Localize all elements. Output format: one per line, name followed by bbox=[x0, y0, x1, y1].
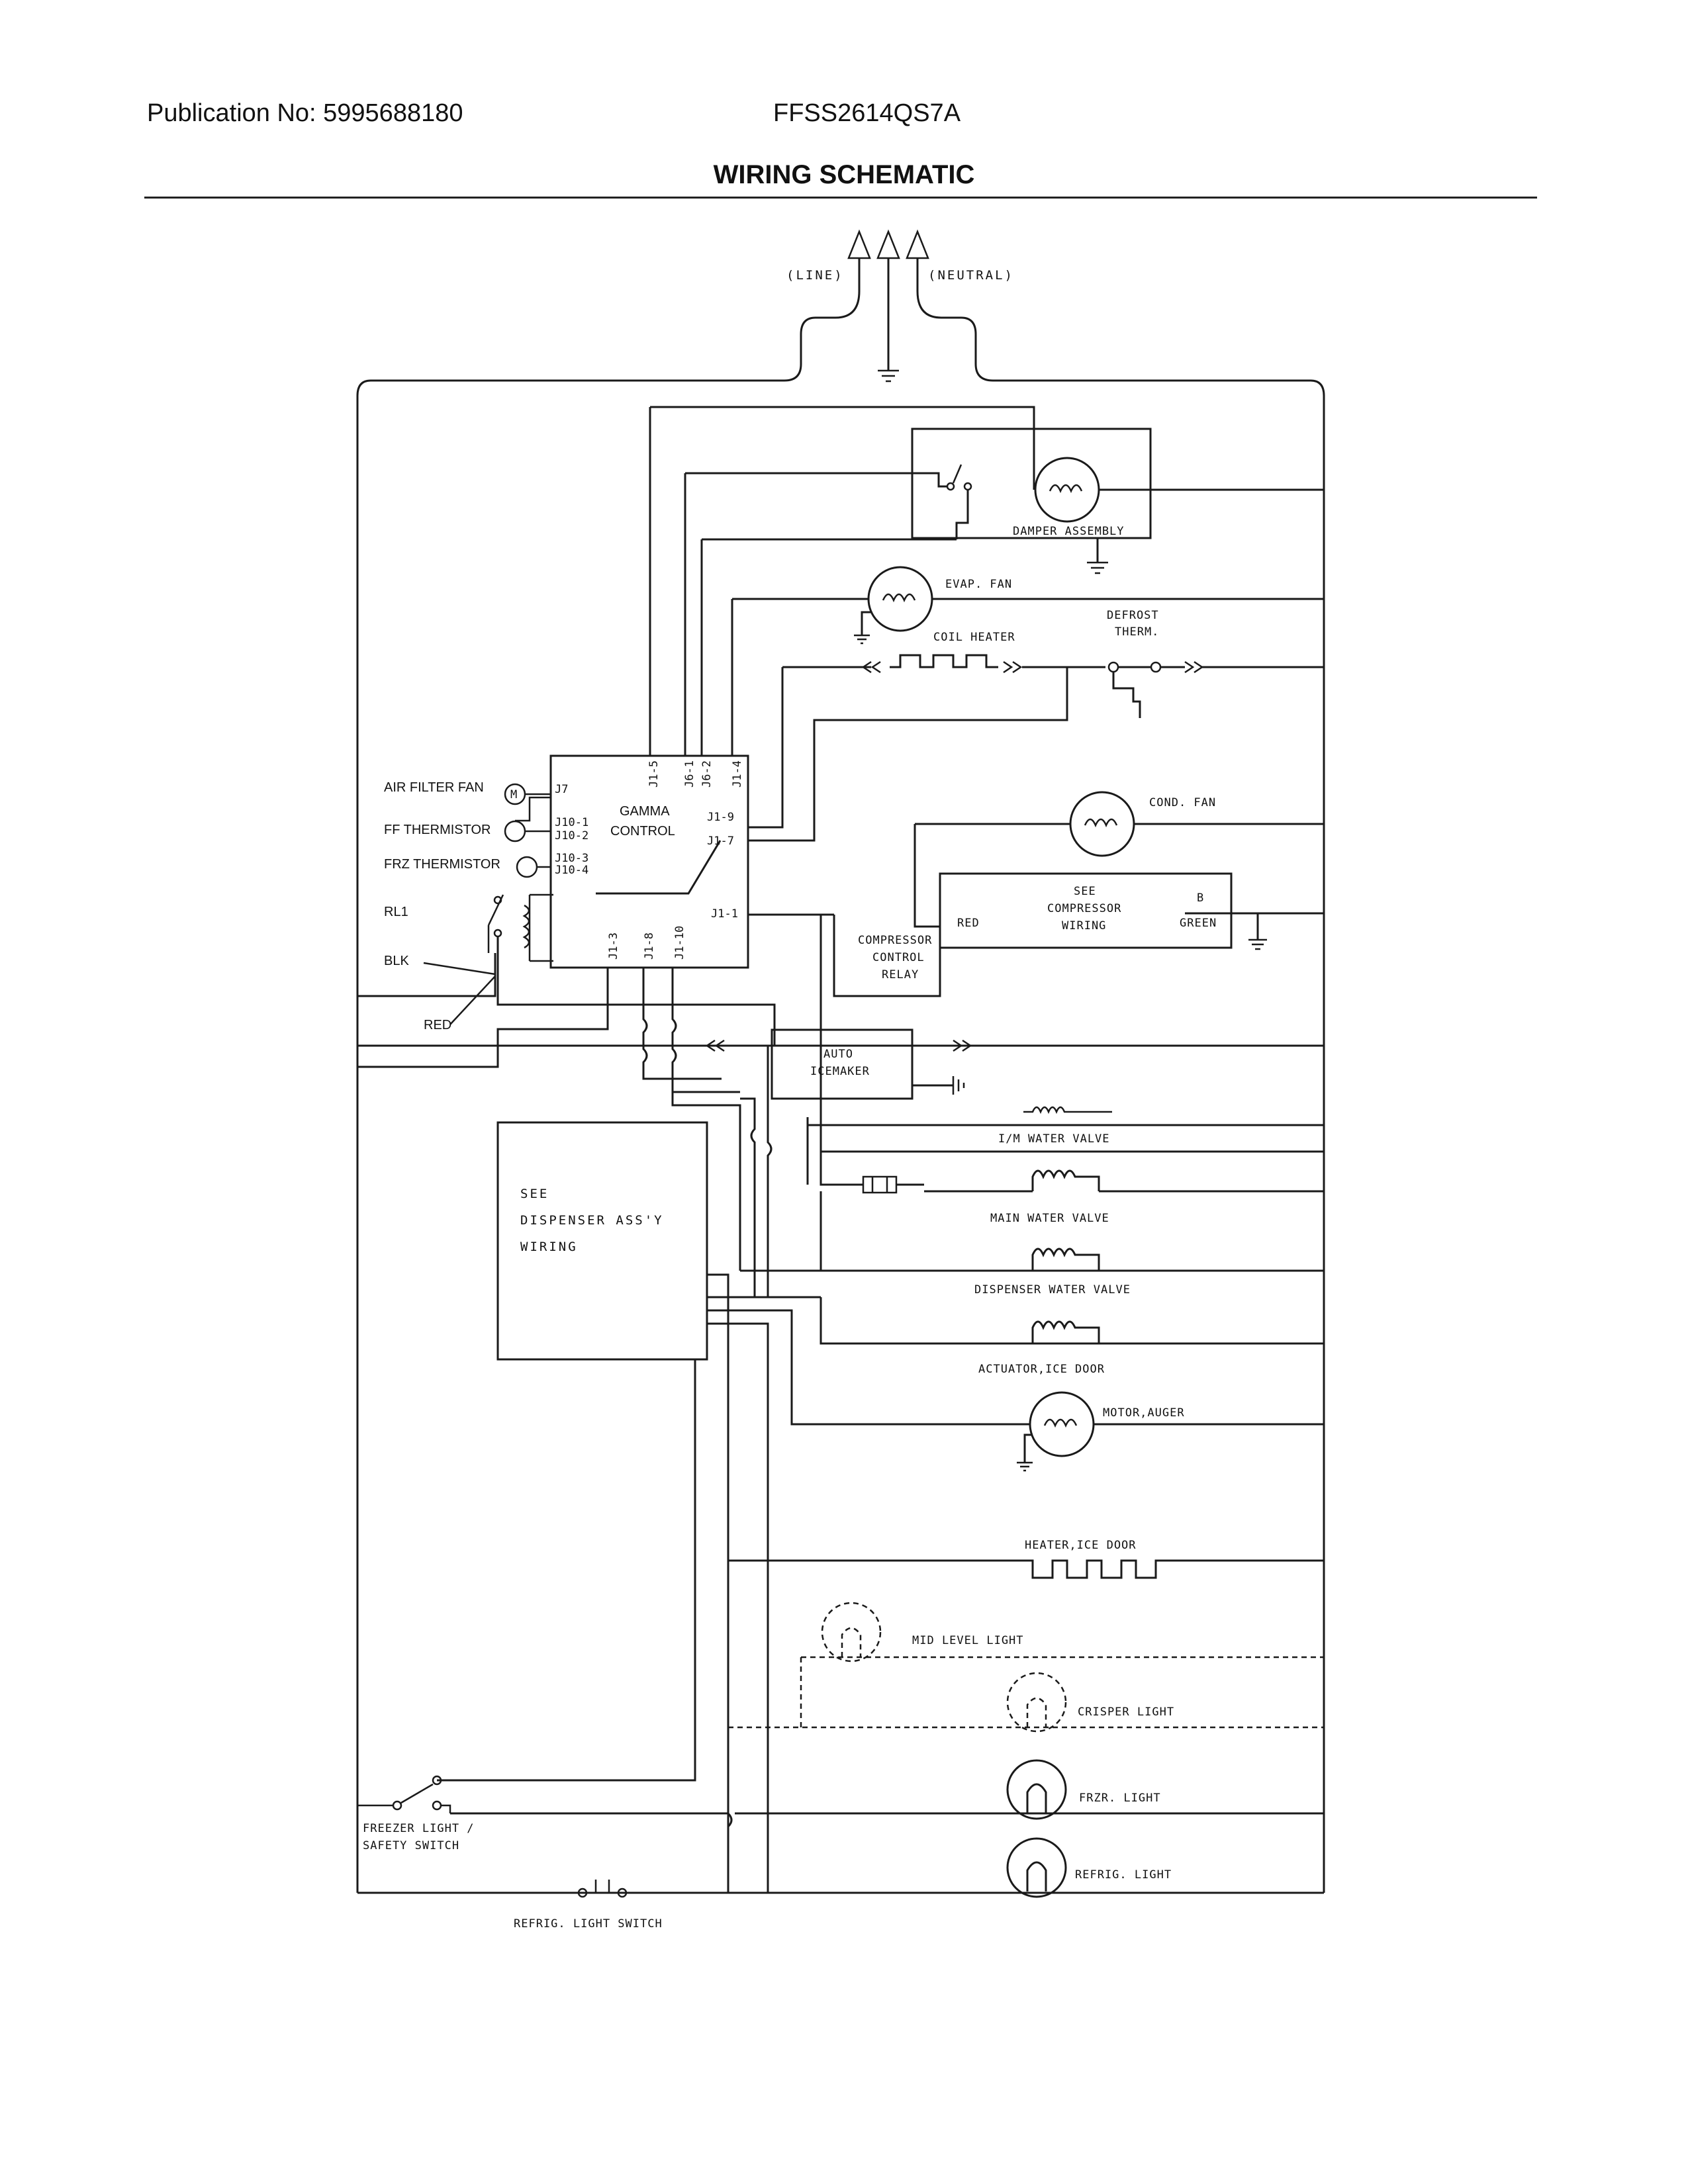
red-label: RED bbox=[424, 1018, 451, 1032]
damper-assembly bbox=[650, 406, 1324, 574]
splice-connector-icon bbox=[862, 1175, 898, 1194]
mid-light-label: MID LEVEL LIGHT bbox=[912, 1634, 1024, 1647]
disp-label-1: SEE bbox=[520, 1187, 549, 1201]
ff-thermistor-icon bbox=[504, 820, 526, 842]
neutral-label: (NEUTRAL) bbox=[928, 268, 1014, 283]
title-rule bbox=[144, 197, 1537, 199]
pin-j10-1: J10-1 bbox=[555, 816, 588, 829]
crisper-light-icon bbox=[1006, 1672, 1067, 1733]
ff-thermistor-label: FF THERMISTOR bbox=[384, 823, 491, 837]
pin-j1-8: J1-8 bbox=[643, 933, 656, 960]
gamma-label-1: GAMMA bbox=[620, 804, 670, 819]
air-filter-fan-m: M bbox=[510, 788, 517, 801]
pin-j1-5: J1-5 bbox=[647, 760, 661, 788]
ccr-label-3: RELAY bbox=[882, 968, 919, 981]
damper-motor-icon bbox=[1034, 457, 1100, 523]
defrost-label-1: DEFROST bbox=[1107, 609, 1159, 622]
main-valve-label: MAIN WATER VALVE bbox=[990, 1212, 1109, 1225]
compressor-red-label: RED bbox=[957, 917, 980, 930]
pin-j6-1: J6-1 bbox=[683, 760, 696, 788]
im-valve-label: I/M WATER VALVE bbox=[998, 1132, 1110, 1146]
frzr-light-label: FRZR. LIGHT bbox=[1079, 1792, 1161, 1805]
frz-switch-label-1: FREEZER LIGHT / bbox=[363, 1822, 475, 1835]
heater-ice-door bbox=[728, 1559, 1324, 1579]
pin-j1-9: J1-9 bbox=[707, 811, 734, 824]
refrig-light-icon bbox=[1006, 1837, 1067, 1898]
pin-j6-2: J6-2 bbox=[700, 760, 714, 788]
frz-thermistor-icon bbox=[516, 856, 538, 878]
pin-j10-2: J10-2 bbox=[555, 829, 588, 842]
gamma-control-board bbox=[515, 407, 822, 1152]
lights bbox=[450, 1602, 1324, 1898]
publication-number: Publication No: 5995688180 bbox=[147, 99, 463, 127]
motor-auger-label: MOTOR,AUGER bbox=[1103, 1406, 1185, 1420]
evap-fan bbox=[732, 566, 1324, 645]
pin-j1-7: J1-7 bbox=[707, 835, 734, 848]
air-filter-fan-label: AIR FILTER FAN bbox=[384, 780, 484, 795]
disp-label-2: DISPENSER ASS'Y bbox=[520, 1213, 664, 1228]
disp-valve-label: DISPENSER WATER VALVE bbox=[974, 1283, 1131, 1297]
im-water-valve-coil-icon bbox=[1023, 1106, 1112, 1115]
pin-j7: J7 bbox=[555, 783, 568, 796]
crisper-light-label: CRISPER LIGHT bbox=[1078, 1706, 1174, 1719]
pin-j10-4: J10-4 bbox=[555, 864, 588, 877]
see-compressor-3: WIRING bbox=[1062, 919, 1106, 933]
rl1-label: RL1 bbox=[384, 905, 408, 919]
model-number: FFSS2614QS7A bbox=[773, 99, 961, 127]
icemaker-label-2: ICEMAKER bbox=[810, 1065, 870, 1078]
gamma-label-2: CONTROL bbox=[610, 824, 675, 839]
defrost-label-2: THERM. bbox=[1115, 625, 1159, 639]
page-title: WIRING SCHEMATIC bbox=[713, 160, 975, 189]
pin-j1-10: J1-10 bbox=[673, 926, 686, 960]
compressor-section bbox=[821, 791, 1324, 997]
frzr-light-icon bbox=[1006, 1759, 1067, 1820]
disp-label-3: WIRING bbox=[520, 1240, 578, 1254]
pin-j1-1: J1-1 bbox=[711, 907, 738, 921]
freezer-safety-switch[interactable] bbox=[357, 1775, 451, 1813]
compressor-b-label: B bbox=[1197, 891, 1204, 905]
mid-level-light-icon bbox=[821, 1602, 882, 1662]
frz-thermistor-label: FRZ THERMISTOR bbox=[384, 857, 500, 872]
cond-fan-motor-icon bbox=[1069, 791, 1135, 857]
coil-heater bbox=[768, 654, 1324, 842]
pin-j10-3: J10-3 bbox=[555, 852, 588, 865]
auto-icemaker bbox=[357, 1028, 972, 1186]
pin-j1-3: J1-3 bbox=[607, 933, 620, 960]
coil-heater-label: COIL HEATER bbox=[933, 631, 1015, 644]
compressor-green-label: GREEN bbox=[1180, 917, 1217, 930]
evap-fan-label: EVAP. FAN bbox=[945, 578, 1012, 591]
actuator-label: ACTUATOR,ICE DOOR bbox=[978, 1363, 1105, 1376]
dispenser-assembly bbox=[437, 1046, 821, 1893]
damper-label: DAMPER ASSEMBLY bbox=[1013, 525, 1125, 538]
auger-motor-icon bbox=[1029, 1391, 1095, 1457]
pin-j1-4: J1-4 bbox=[731, 760, 744, 788]
board-sensors bbox=[504, 783, 551, 878]
frz-switch-label-2: SAFETY SWITCH bbox=[363, 1839, 459, 1852]
refrig-switch-label: REFRIG. LIGHT SWITCH bbox=[514, 1917, 663, 1931]
see-compressor-1: SEE bbox=[1074, 885, 1096, 898]
refrig-light-switch[interactable] bbox=[577, 1880, 628, 1898]
heater-ice-door-label: HEATER,ICE DOOR bbox=[1025, 1539, 1137, 1552]
see-compressor-2: COMPRESSOR bbox=[1047, 902, 1121, 915]
cond-fan-label: COND. FAN bbox=[1149, 796, 1216, 809]
ccr-label-1: COMPRESSOR bbox=[858, 934, 932, 947]
icemaker-label-1: AUTO bbox=[823, 1048, 853, 1061]
ccr-label-2: CONTROL bbox=[872, 951, 925, 964]
line-label: (LINE) bbox=[786, 268, 844, 283]
evap-fan-motor-icon bbox=[867, 566, 933, 632]
blk-label: BLK bbox=[384, 954, 409, 968]
supply-arrows bbox=[356, 229, 1325, 1893]
motor-auger bbox=[790, 1383, 1324, 1472]
refrig-light-label: REFRIG. LIGHT bbox=[1075, 1868, 1172, 1882]
